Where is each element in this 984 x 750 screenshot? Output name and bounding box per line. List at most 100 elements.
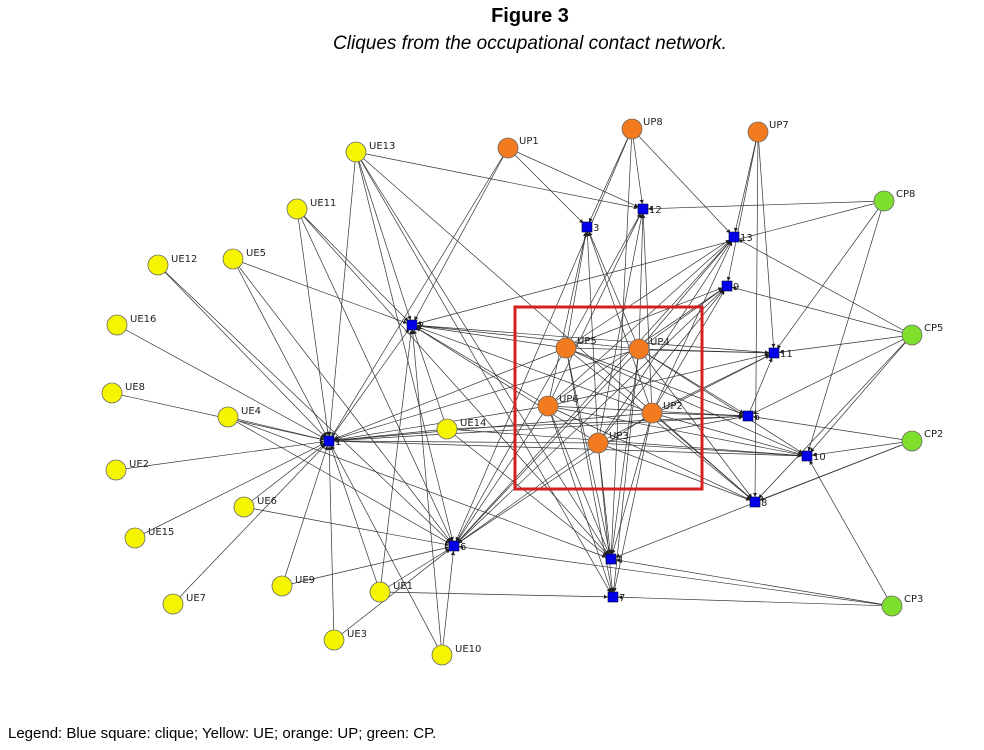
edge-CP5-C5 <box>752 334 913 415</box>
node-c7[interactable]: 7 <box>607 591 625 604</box>
edge-UE1-C2 <box>379 329 413 593</box>
edge-UE14-C1 <box>333 428 448 443</box>
node-up1[interactable]: UP1 <box>497 136 539 159</box>
edge-UE10-C2 <box>410 329 443 656</box>
node-c11[interactable]: 11 <box>768 347 793 360</box>
edge-UE9-C6 <box>281 546 450 587</box>
ue-circle <box>271 575 293 597</box>
node-ue6[interactable]: UE6 <box>233 496 277 518</box>
edge-UP5-C12 <box>565 213 641 349</box>
node-up8[interactable]: UP8 <box>621 117 663 140</box>
edge-UP2-C11 <box>651 354 770 414</box>
edge-C1-C10 <box>328 440 803 458</box>
ue-circle <box>222 248 244 270</box>
node-ue11[interactable]: UE11 <box>286 198 336 220</box>
edge-UE12-C6 <box>157 264 451 543</box>
edge-UE13-C1 <box>327 151 357 437</box>
edge-UP4-C13 <box>638 240 732 350</box>
node-label: UE2 <box>129 459 149 470</box>
node-up7[interactable]: UP7 <box>747 120 789 143</box>
edge-UE1-C1 <box>329 445 381 593</box>
edge-CP8-C11 <box>776 200 885 350</box>
node-c5[interactable]: 5 <box>742 410 760 423</box>
node-ue16[interactable]: UE16 <box>106 314 156 336</box>
edge-UP3-C6 <box>457 442 599 544</box>
edge-UP6-C2 <box>416 327 549 407</box>
cp-circle <box>901 324 923 346</box>
edge-CP5-C13 <box>738 239 913 336</box>
node-ue8[interactable]: UE8 <box>101 382 145 404</box>
node-ue1[interactable]: UE1 <box>369 581 413 603</box>
node-ue14[interactable]: UE14 <box>436 418 486 440</box>
ue-circle <box>162 593 184 615</box>
node-c13[interactable]: 13 <box>728 231 753 244</box>
edge-UE4-C4 <box>227 416 607 558</box>
node-ue10[interactable]: UE10 <box>431 644 481 666</box>
edge-UP1-C12 <box>507 147 639 208</box>
edge-UE1-C7 <box>379 591 609 599</box>
node-cp5[interactable]: CP5 <box>901 323 943 346</box>
node-c1[interactable]: 1 <box>323 435 341 448</box>
edge-UP4-C7 <box>611 348 640 593</box>
node-label: UP1 <box>519 136 539 147</box>
node-c9[interactable]: 9 <box>721 280 739 293</box>
edge-UP2-C1 <box>333 412 653 443</box>
edge-UE3-C6 <box>333 548 451 641</box>
clique-square <box>721 280 733 292</box>
edge-UP3-C13 <box>597 240 732 444</box>
node-label: UE16 <box>130 314 156 325</box>
ue-circle <box>105 459 127 481</box>
clique-square <box>605 553 617 565</box>
node-c2[interactable]: 2 <box>406 319 424 332</box>
node-label: UE9 <box>295 575 315 586</box>
node-label: UP3 <box>609 431 629 442</box>
node-label: UE3 <box>347 629 367 640</box>
node-c10[interactable]: 10 <box>801 450 826 463</box>
node-cp3[interactable]: CP3 <box>881 594 923 617</box>
node-ue3[interactable]: UE3 <box>323 629 367 651</box>
node-ue13[interactable]: UE13 <box>345 141 395 163</box>
node-c12[interactable]: 12 <box>637 203 662 216</box>
edge-C6-C9 <box>453 289 724 547</box>
edge-UP4-C8 <box>638 348 753 499</box>
node-label: 13 <box>740 233 753 244</box>
up-circle <box>587 432 609 454</box>
cp-circle <box>873 190 895 212</box>
node-label: 2 <box>418 321 424 332</box>
edge-CP3-C4 <box>615 558 893 607</box>
node-ue15[interactable]: UE15 <box>124 527 174 549</box>
edge-UP4-C4 <box>610 348 640 555</box>
clique-square <box>581 221 593 233</box>
edge-UP5-C1 <box>333 347 567 440</box>
node-label: UE1 <box>393 581 413 592</box>
edge-UP3-C1 <box>333 438 599 444</box>
edge-UP7-C11 <box>757 131 776 349</box>
edge-UP3-C5 <box>597 415 744 444</box>
node-c8[interactable]: 8 <box>749 496 767 509</box>
edge-CP8-C2 <box>416 200 885 325</box>
edge-UP2-C12 <box>641 213 653 414</box>
node-up3[interactable]: UP3 <box>587 431 629 454</box>
node-cp2[interactable]: CP2 <box>901 429 943 452</box>
node-ue9[interactable]: UE9 <box>271 575 315 597</box>
edge-UP3-C10 <box>597 442 803 458</box>
node-up4[interactable]: UP4 <box>628 337 670 360</box>
node-ue4[interactable]: UE4 <box>217 406 261 428</box>
edge-C5-C11 <box>747 357 773 417</box>
edge-UE13-C8 <box>355 151 752 499</box>
node-cp8[interactable]: CP8 <box>873 189 915 212</box>
edge-UE14-C5 <box>446 414 744 430</box>
node-c4[interactable]: 4 <box>605 553 623 566</box>
node-ue7[interactable]: UE7 <box>162 593 206 615</box>
ue-circle <box>233 496 255 518</box>
node-up6[interactable]: UP6 <box>537 394 579 417</box>
node-ue2[interactable]: UE2 <box>105 459 149 481</box>
node-up5[interactable]: UP5 <box>555 336 597 359</box>
node-label: UE14 <box>460 418 486 429</box>
node-ue5[interactable]: UE5 <box>222 248 266 270</box>
node-c6[interactable]: 6 <box>448 540 466 553</box>
node-ue12[interactable]: UE12 <box>147 254 197 276</box>
node-c3[interactable]: 3 <box>581 221 599 234</box>
edge-UP6-C13 <box>547 240 731 407</box>
node-up2[interactable]: UP2 <box>641 401 683 424</box>
